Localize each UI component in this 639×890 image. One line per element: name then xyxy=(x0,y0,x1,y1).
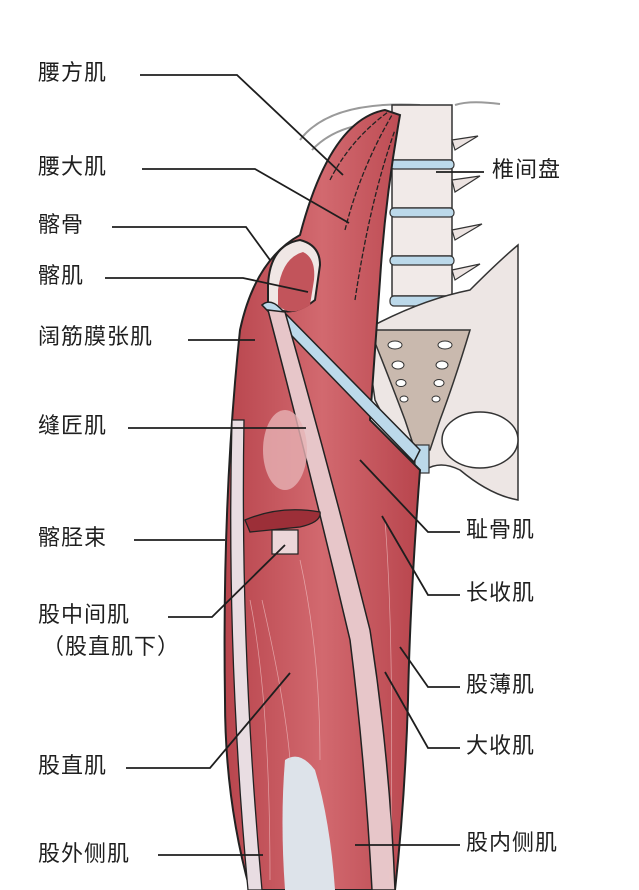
label-ilium: 髂骨 xyxy=(38,213,85,238)
label-vastus-intermedius-note: （股直肌下） xyxy=(42,635,181,660)
label-quadratus-lumborum: 腰方肌 xyxy=(38,61,108,86)
label-pectineus: 耻骨肌 xyxy=(466,518,536,543)
label-vastus-medialis: 股内侧肌 xyxy=(466,831,559,856)
label-psoas-major: 腰大肌 xyxy=(38,155,108,180)
label-iliacus: 髂肌 xyxy=(38,264,85,289)
thigh-muscles xyxy=(223,108,422,890)
leader-lines xyxy=(105,74,484,856)
label-adductor-magnus: 大收肌 xyxy=(466,734,536,759)
label-adductor-longus: 长收肌 xyxy=(466,581,536,606)
label-gracilis: 股薄肌 xyxy=(466,673,536,698)
lumbar-spine xyxy=(389,104,483,307)
label-tensor-fasciae-latae: 阔筋膜张肌 xyxy=(38,325,154,350)
label-vastus-lateralis: 股外侧肌 xyxy=(38,842,131,867)
label-intervertebral-disc: 椎间盘 xyxy=(492,158,562,183)
label-iliotibial-band: 髂胫束 xyxy=(38,526,108,551)
label-vastus-intermedius: 股中间肌 xyxy=(38,603,131,628)
label-sartorius: 缝匠肌 xyxy=(38,414,108,439)
label-rectus-femoris: 股直肌 xyxy=(38,754,108,779)
